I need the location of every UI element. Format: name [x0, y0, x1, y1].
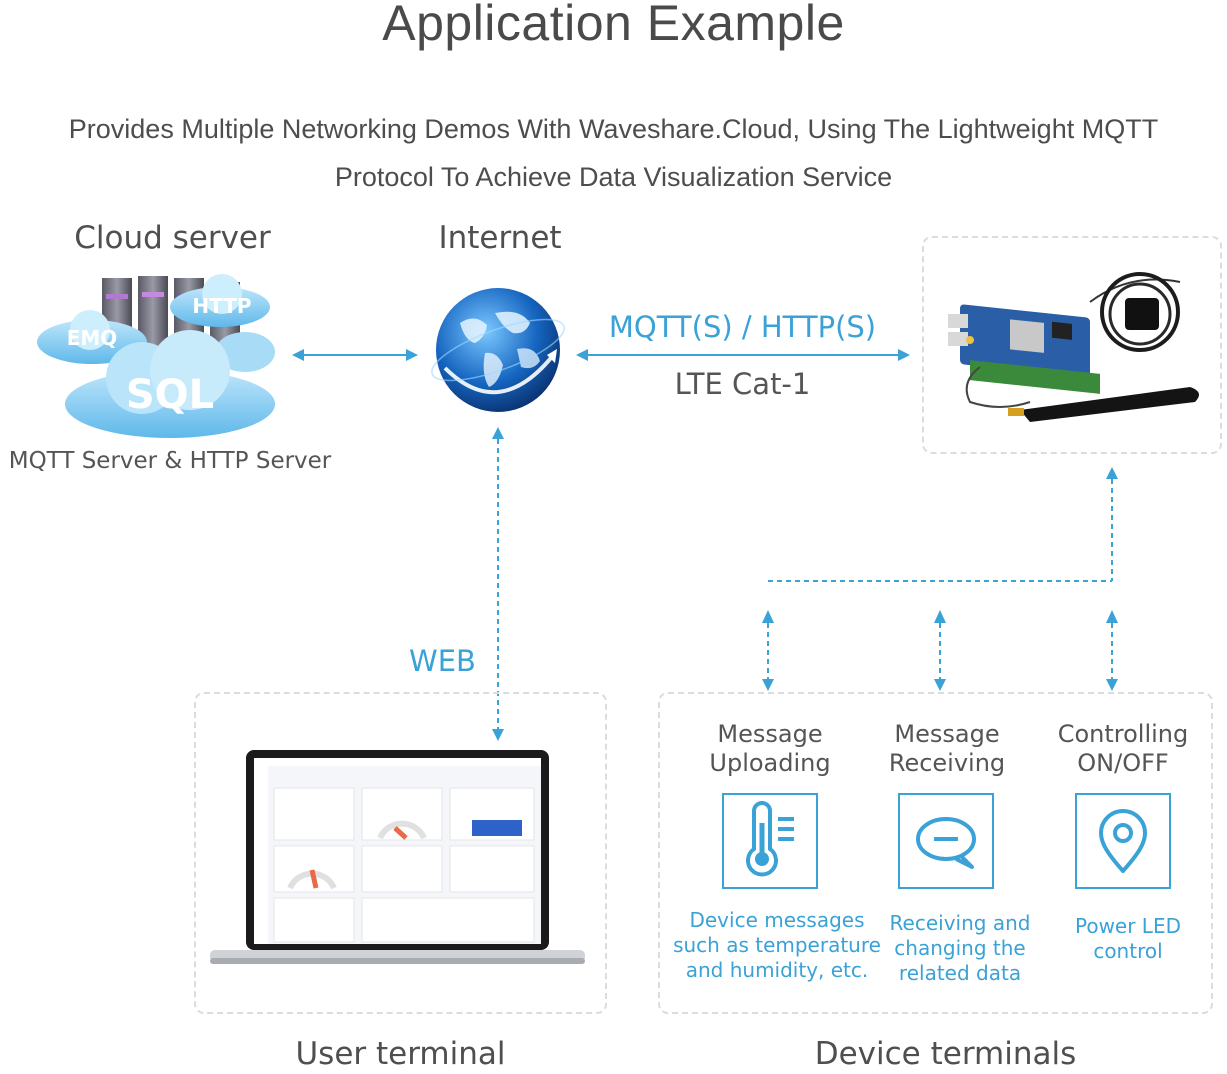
cloud-server-caption: MQTT Server & HTTP Server — [8, 448, 332, 474]
heading-line: Message — [894, 720, 1000, 748]
protocol-label: MQTT(S) / HTTP(S) — [608, 310, 877, 344]
heading-line: Receiving — [888, 749, 1006, 777]
controlling-caption: Power LED control — [1048, 914, 1208, 964]
heading-line: ON/OFF — [1077, 749, 1169, 777]
cloud-internet-arrow — [292, 349, 418, 361]
heading-line: Uploading — [709, 749, 831, 777]
message-uploading-heading: Message Uploading — [690, 720, 850, 778]
heading-line: Message — [717, 720, 823, 748]
caption-line: Power LED — [1074, 914, 1181, 938]
message-receiving-heading: Message Receiving — [867, 720, 1027, 778]
caption-line: such as temperature — [673, 933, 881, 957]
message-receiving-caption: Receiving and changing the related data — [865, 911, 1055, 986]
user-terminal-box — [194, 692, 607, 1014]
cloud-server-icon: HTTP EMQ SQL — [30, 272, 290, 442]
caption-line: and humidity, etc. — [685, 958, 869, 982]
cloud-server-label: Cloud server — [74, 220, 271, 256]
controlling-heading: Controlling ON/OFF — [1043, 720, 1203, 778]
subtitle-line-1: Provides Multiple Networking Demos With … — [68, 114, 1159, 144]
location-pin-icon — [1099, 809, 1147, 873]
message-uploading-caption: Device messages such as temperature and … — [672, 908, 882, 983]
heading-line: Controlling — [1057, 720, 1189, 748]
sql-badge: SQL — [126, 372, 214, 418]
caption-line: control — [1093, 939, 1163, 963]
device-board-box — [922, 236, 1222, 454]
message-receiving-card — [898, 793, 994, 889]
subtitle-line-2: Protocol To Achieve Data Visualization S… — [334, 162, 893, 192]
caption-line: Receiving and — [889, 911, 1031, 935]
device-terminals-box — [658, 692, 1213, 1014]
emq-badge: EMQ — [67, 326, 118, 350]
thermometer-icon — [746, 801, 794, 877]
http-badge: HTTP — [192, 294, 251, 318]
page-title: Application Example — [382, 0, 845, 51]
caption-line: changing the — [894, 936, 1026, 960]
message-uploading-card — [722, 793, 818, 889]
caption-line: Device messages — [689, 908, 865, 932]
controlling-card — [1075, 793, 1171, 889]
caption-line: related data — [898, 961, 1022, 985]
web-label: WEB — [409, 644, 476, 678]
internet-device-arrow — [576, 349, 910, 361]
laptop-icon — [210, 748, 585, 970]
device-terminals-label: Device terminals — [814, 1036, 1077, 1072]
network-label: LTE Cat-1 — [674, 367, 811, 401]
user-terminal-label: User terminal — [295, 1036, 506, 1072]
globe-icon — [425, 283, 570, 418]
chat-bubble-icon — [916, 817, 976, 869]
device-bus-arrows — [762, 467, 1118, 691]
internet-label: Internet — [438, 220, 562, 256]
web-arrow — [492, 427, 504, 741]
lte-board-icon — [940, 262, 1210, 442]
